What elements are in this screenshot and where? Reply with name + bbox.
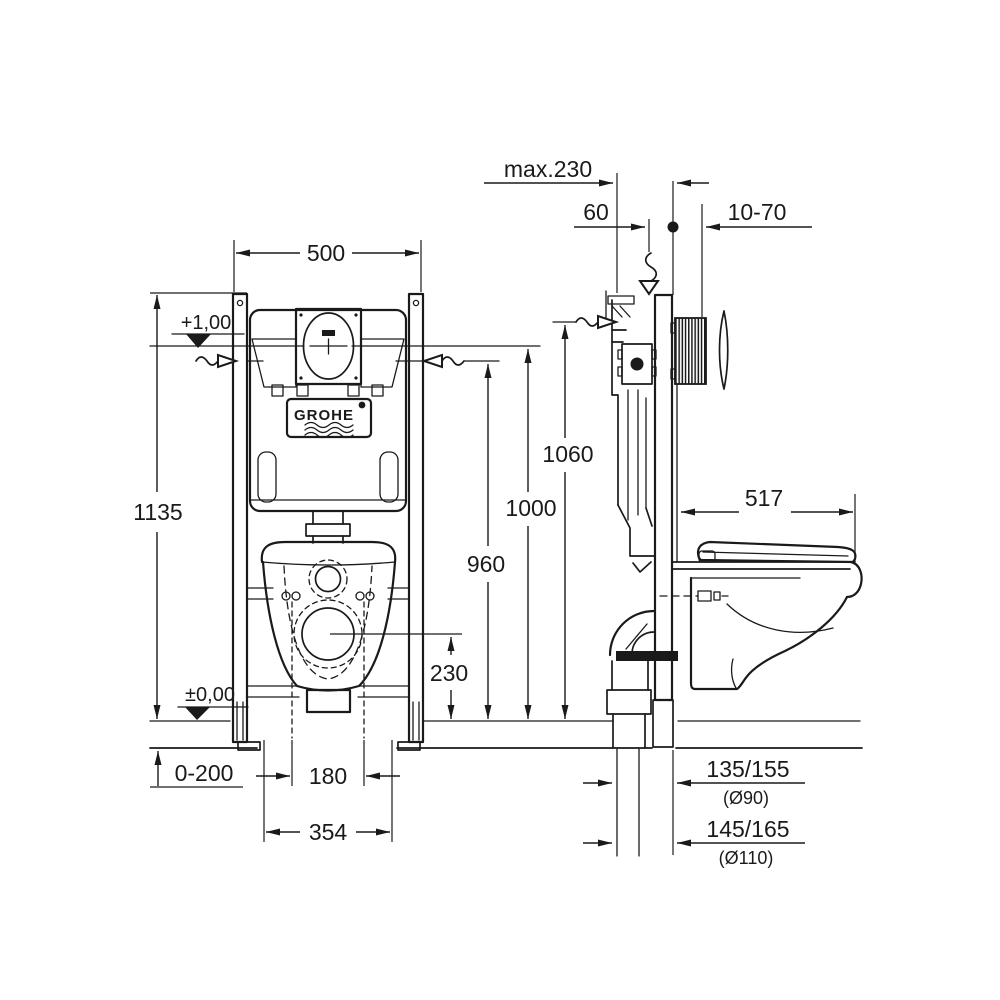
crossbar-upper [246, 587, 410, 600]
max-depth-value: max.230 [504, 156, 592, 182]
tank-inner-left [251, 338, 297, 388]
dim-flush-height: 960 [467, 364, 505, 719]
drain-pipe-below-floor [616, 747, 640, 857]
front-view-cistern: GROHE [248, 307, 408, 544]
dim-outlet-90: 135/155 (Ø90) [583, 750, 805, 855]
registered-mark-dot [358, 401, 366, 409]
floor-lines [149, 720, 863, 749]
tank-inner-right [360, 338, 405, 388]
outlet-height-value: 230 [430, 660, 468, 686]
dim-frame-width: 500 [233, 240, 422, 292]
dim-fixing-width: 354 [263, 740, 393, 845]
logo-waves [304, 421, 354, 439]
supply-break-side-horizontal [552, 314, 620, 330]
crossbar-lower [246, 685, 410, 698]
reference-dot [667, 221, 679, 233]
side-foot [652, 699, 674, 748]
fixing-width-value: 354 [309, 819, 348, 845]
filling-valve [621, 343, 653, 385]
outlet-spigot [305, 688, 352, 714]
side-view-toilet [659, 540, 863, 691]
outlet-90-diameter: (Ø90) [723, 788, 769, 808]
supply-break-front-left [195, 353, 264, 369]
dim-bowl-depth: 517 [681, 485, 856, 563]
wall-finish-value: 10-70 [728, 199, 787, 225]
dim-outlet-height: 230 [330, 633, 468, 719]
front-view-frame [231, 292, 425, 751]
bowl-nose [845, 560, 863, 599]
actuator-housing-hatched [674, 317, 707, 385]
flush-plate [718, 310, 729, 390]
level-marks: +1,00 ±0,00 [149, 312, 541, 720]
floor-buildup-value: 0-200 [175, 760, 234, 786]
bowl-rim [672, 561, 854, 570]
supply-height-value: 1060 [542, 441, 593, 467]
mounting-bar [616, 651, 678, 661]
foot-plate-right [397, 741, 421, 751]
brand-plate: GROHE [285, 397, 373, 439]
frame-height-value: 1135 [133, 499, 182, 525]
front-view-bowl [260, 540, 397, 739]
dim-floor-buildup: 0-200 [150, 751, 243, 788]
rail-hole-right [412, 299, 420, 307]
bowl-depth-value: 517 [745, 485, 783, 511]
dim-supply-height: 1060 [542, 325, 594, 719]
dimensions: 500 1135 0-200 180 354 [133, 156, 856, 868]
dim-bolt-spacing: 180 [256, 740, 400, 789]
supply-break-side-vertical [638, 252, 660, 296]
level-mark-zero: ±0,00 [177, 684, 249, 720]
side-rail [653, 293, 674, 702]
dim-wall-finish: 10-70 [701, 199, 812, 317]
flush-inlet-circle [314, 565, 342, 593]
frame-width-value: 500 [307, 240, 345, 266]
foot-plate-left [237, 741, 261, 751]
level-height-value: 1000 [505, 495, 556, 521]
upper-level-label: +1,00 [181, 312, 232, 334]
drain-flange [606, 689, 652, 715]
dim-outlet-110: 145/165 (Ø110) [583, 816, 805, 868]
outlet-110-diameter: (Ø110) [719, 848, 774, 868]
outlet-90-distance: 135/155 [706, 756, 789, 782]
supply-offset-value: 60 [583, 199, 609, 225]
brand-logo-text: GROHE [294, 407, 354, 424]
dim-supply-offset: 60 [574, 199, 679, 252]
supply-break-front-right [395, 353, 500, 369]
zero-level-label: ±0,00 [185, 684, 235, 706]
flush-height-value: 960 [467, 551, 505, 577]
dim-level-height: 1000 [505, 349, 557, 719]
rail-hole-left [236, 299, 244, 307]
level-mark-upper: +1,00 [149, 312, 541, 348]
side-view-frame [605, 290, 729, 857]
dim-max-depth: max.230 [484, 156, 709, 295]
bolt-spacing-value: 180 [309, 763, 347, 789]
bowl-body [689, 576, 849, 691]
outlet-110-distance: 145/165 [706, 816, 789, 842]
break-arrows [195, 252, 660, 369]
bowl-inner-dashed [283, 565, 373, 680]
flush-pipe [305, 523, 351, 537]
dim-frame-height: 1135 [133, 292, 247, 719]
